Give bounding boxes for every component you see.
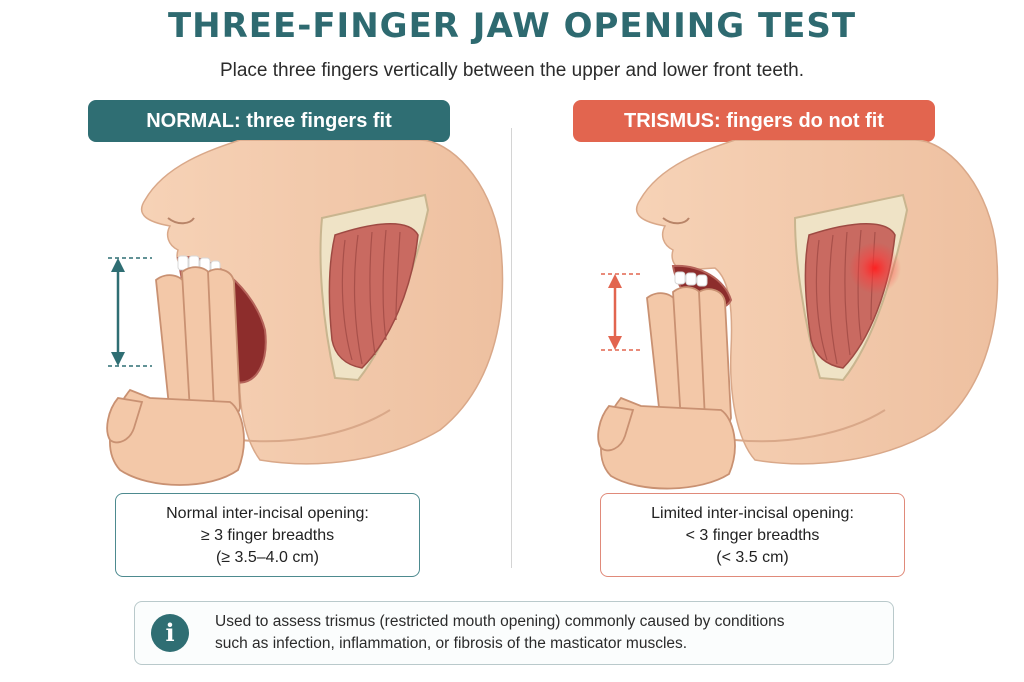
hand-fingers-blocked [597,286,736,490]
normal-info-box: Normal inter-incisal opening: ≥ 3 finger… [115,493,420,577]
normal-info-line3: (≥ 3.5–4.0 cm) [215,549,320,566]
nostril [662,217,690,225]
trismus-jaw-illustration [597,140,999,490]
trismus-info-box: Limited inter-incisal opening: < 3 finge… [600,493,905,577]
trismus-info-line2: < 3 finger breadths [685,527,820,544]
info-note-line1: Used to assess trismus (restricted mouth… [215,613,785,630]
jaw-line [239,409,391,443]
trismus-info-line1: Limited inter-incisal opening: [651,505,854,522]
limited-opening-arrow [601,273,643,351]
info-note-text: Used to assess trismus (restricted mouth… [215,611,875,655]
masseter-muscle [793,193,909,382]
trismus-banner: TRISMUS: fingers do not fit [573,100,935,142]
normal-jaw-illustration [106,140,504,486]
masseter-muscle [319,193,430,382]
nostril [167,217,195,225]
info-note-line2: such as infection, inflammation, or fibr… [215,635,688,652]
panel-divider [511,128,512,568]
jaw-line [734,409,886,443]
page-subtitle: Place three fingers vertically between t… [219,60,805,81]
normal-info-line1: Normal inter-incisal opening: [166,505,369,522]
info-note: i Used to assess trismus (restricted mou… [134,601,894,665]
normal-info-line2: ≥ 3 finger breadths [200,527,335,544]
trismus-info-line3: (< 3.5 cm) [716,549,789,566]
pain-point [849,242,901,294]
hand-three-fingers [106,266,245,486]
normal-banner: NORMAL: three fingers fit [88,100,450,142]
page-title: THREE-FINGER JAW OPENING TEST [167,6,857,46]
normal-opening-arrow [108,257,152,367]
upper-teeth [674,271,708,287]
info-icon: i [151,614,189,652]
